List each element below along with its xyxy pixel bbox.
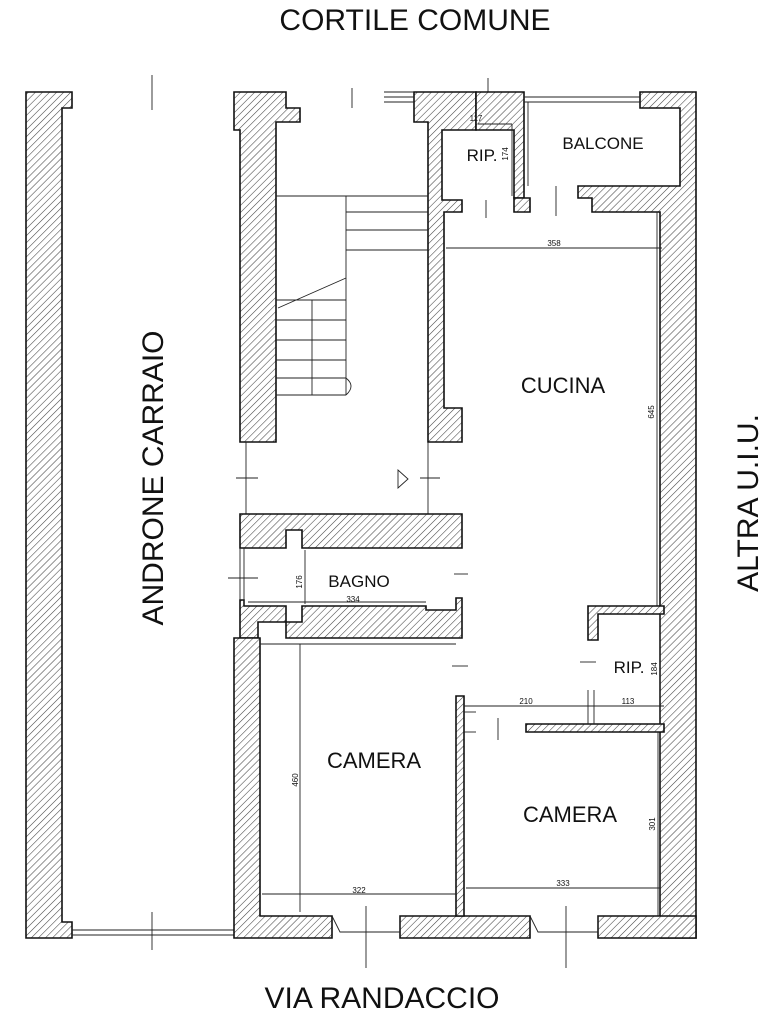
room-rip-right: RIP. — [614, 658, 645, 677]
wall-kitchen-north — [513, 197, 531, 213]
wall-camera-divider — [455, 695, 465, 917]
dim-camera-left-width: 322 — [352, 886, 366, 895]
dim-rip-top-depth: 174 — [501, 147, 510, 161]
room-camera-left: CAMERA — [327, 748, 421, 773]
wall-rip-right — [587, 605, 665, 641]
label-south: VIA RANDACCIO — [264, 982, 499, 1015]
dim-bagno-width: 334 — [346, 595, 360, 604]
wall-bagno-north — [239, 513, 463, 549]
label-east: ALTRA U.I.U. — [732, 414, 765, 592]
dim-bagno-depth: 176 — [295, 575, 304, 589]
wall-rip-right-south — [525, 723, 665, 733]
dim-corridor-width: 210 — [519, 697, 533, 706]
wall-south-right — [597, 915, 697, 939]
dim-camera-right-depth: 301 — [648, 817, 657, 831]
wall-south-mid — [399, 915, 531, 939]
wall-rip-top — [475, 91, 525, 199]
dim-rip-right-width: 113 — [622, 697, 635, 706]
dim-rip-top-width: 117 — [470, 114, 483, 123]
room-balcone: BALCONE — [562, 134, 643, 153]
dim-rip-right-depth: 184 — [650, 662, 659, 676]
room-bagno: BAGNO — [328, 572, 389, 591]
label-west: ANDRONE CARRAIO — [137, 330, 170, 625]
dim-cucina-depth: 645 — [647, 405, 656, 419]
room-camera-right: CAMERA — [523, 802, 617, 827]
wall-androne-left — [25, 91, 73, 939]
wall-stair-west — [233, 91, 301, 443]
staircase — [276, 195, 428, 396]
wall-bagno-south — [239, 597, 463, 639]
wall-stair-east — [413, 91, 477, 443]
wall-west-lower — [233, 637, 333, 939]
dim-camera-right-width: 333 — [556, 879, 570, 888]
dim-cucina-width: 358 — [547, 239, 561, 248]
room-rip-top: RIP. — [467, 146, 498, 165]
label-north: CORTILE COMUNE — [279, 4, 550, 37]
dim-camera-left-depth: 460 — [291, 773, 300, 787]
room-cucina: CUCINA — [521, 373, 606, 398]
entry-arrow-icon — [397, 468, 409, 490]
